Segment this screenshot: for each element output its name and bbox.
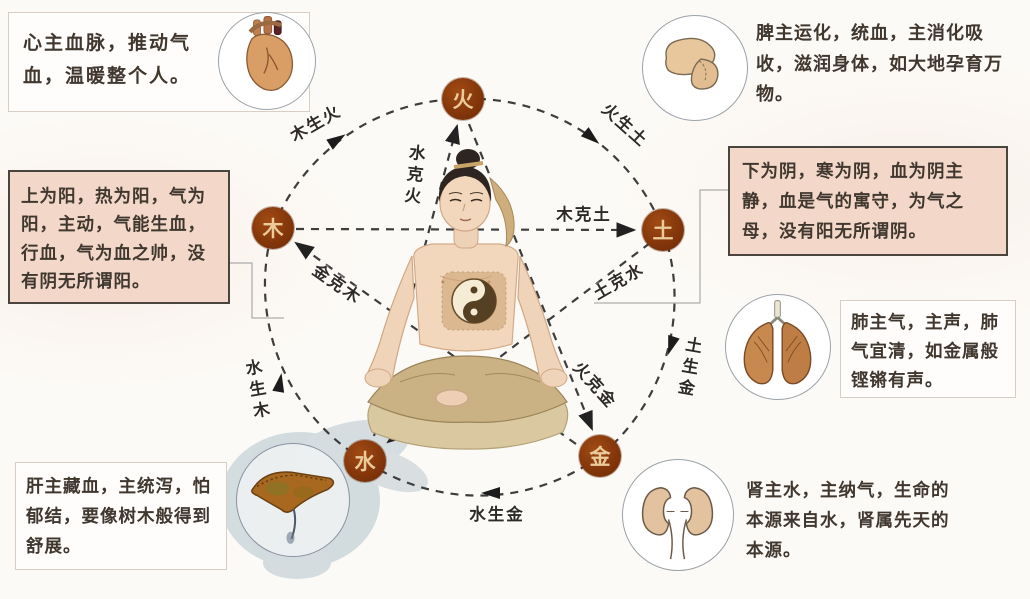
liver-organ-icon xyxy=(251,471,335,544)
kidneys-organ-icon xyxy=(641,486,714,560)
liver-note: 肝主藏血，主统泻，怕郁结，要像树木般得到舒展。 xyxy=(15,462,227,570)
label-water-generates-metal: 水生金 xyxy=(469,505,525,524)
heart-organ-icon xyxy=(246,16,294,91)
heart-note-text: 心主血脉，推动气血，温暖整个人。 xyxy=(23,33,192,88)
generation-arrows xyxy=(272,127,680,499)
yang-box-leader xyxy=(230,262,284,319)
spleen-organ-icon xyxy=(665,37,719,90)
generation-cycle-arcs xyxy=(263,97,676,497)
element-node-fire: 火 xyxy=(442,78,484,120)
yin-note: 下为阴，寒为阴，血为阴主静，血是气的寓守，为气之母，没有阳无所谓阴。 xyxy=(728,146,1008,256)
liver-illustration xyxy=(236,443,350,557)
lung-note: 肺主气，主声，肺气宜清，如金属般铿锵有声。 xyxy=(840,300,1016,398)
spleen-note: 脾主运化，统血，主消化吸收，滋润身体，如大地孕育万物。 xyxy=(756,23,1003,105)
element-node-metal: 金 xyxy=(579,435,621,477)
element-node-wood: 木 xyxy=(252,207,294,249)
element-node-earth: 土 xyxy=(642,209,684,251)
heart-illustration xyxy=(218,12,316,110)
label-wood-overcomes-earth: 木克土 xyxy=(556,205,612,224)
yang-note: 上为阳，热为阳，气为阳，主动，气能生血，行血，气为血之帅，没有阴无所谓阳。 xyxy=(8,170,230,304)
kidneys-illustration xyxy=(622,459,734,571)
element-node-water: 水 xyxy=(344,440,386,482)
yin-box-leader xyxy=(594,189,728,304)
spleen-illustration xyxy=(642,15,748,121)
meditating-figure xyxy=(364,149,569,450)
kidney-note: 肾主水，主纳气，生命的本源来自水，肾属先天的本源。 xyxy=(746,480,950,560)
lungs-illustration xyxy=(725,294,831,400)
taiji-yinyang-icon xyxy=(451,278,497,324)
lungs-organ-icon xyxy=(743,300,812,385)
